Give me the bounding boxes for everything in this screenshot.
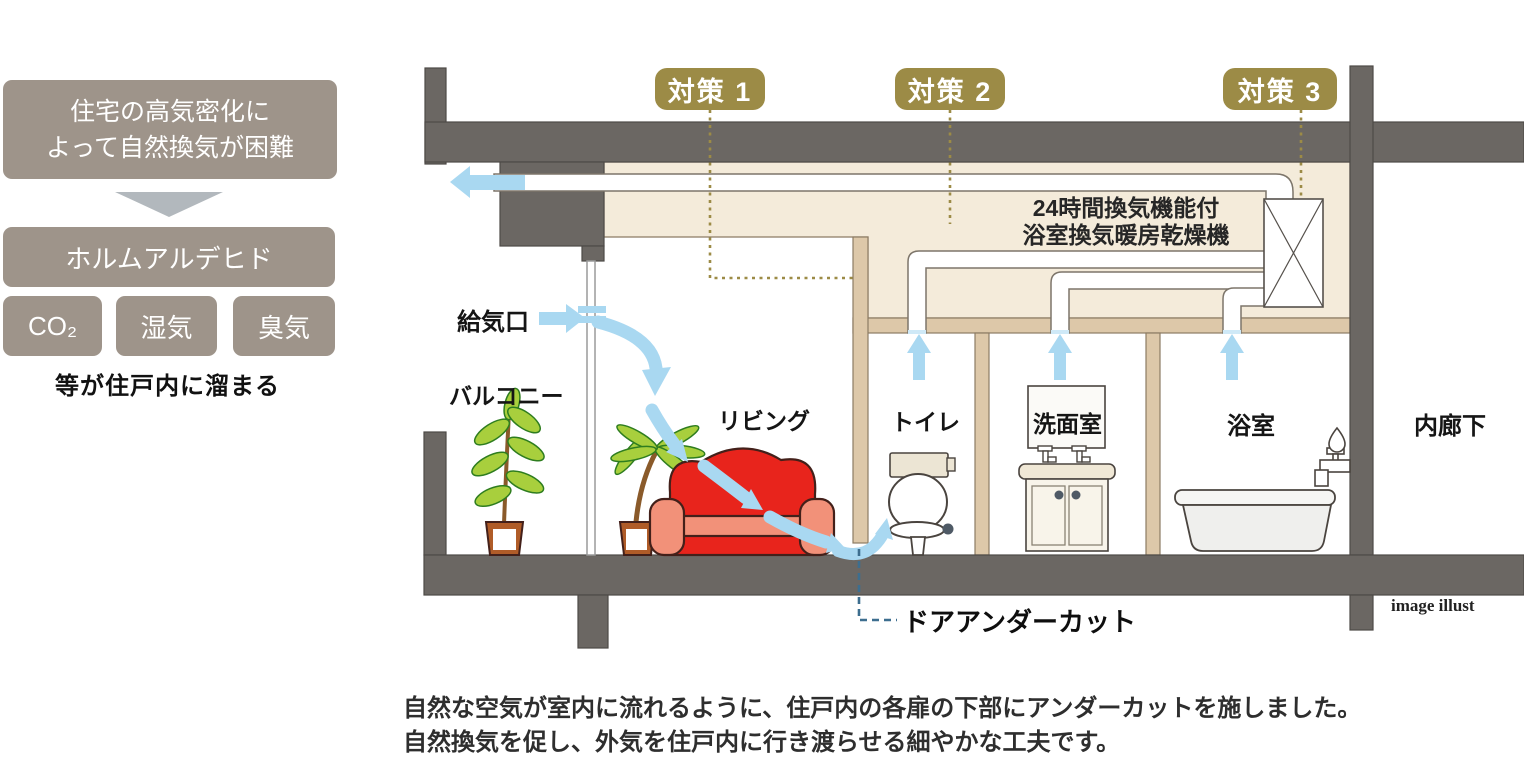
undercut-flow-head	[875, 518, 893, 540]
balcony-plant	[471, 387, 545, 556]
corridor-label: 内廊下	[1414, 413, 1486, 440]
intake-arrow	[539, 304, 585, 333]
floor-slab	[423, 554, 1524, 596]
window-glass	[586, 260, 596, 556]
living-toilet-door	[852, 236, 869, 544]
vanity-cabinet	[1025, 478, 1109, 552]
washroom-vanity	[1018, 385, 1116, 552]
co2-box: CO₂	[3, 296, 102, 356]
flow-curve-2	[645, 403, 681, 451]
door-undercut-label: ドアアンダーカット	[903, 607, 1136, 637]
odor-box: 臭気	[233, 296, 335, 356]
formaldehyde-box: ホルムアルデヒド	[3, 227, 335, 287]
tub-rim	[1174, 489, 1336, 506]
image-illust-watermark: image illust	[1391, 596, 1475, 615]
washroom-bath-wall	[1145, 332, 1161, 556]
bath-duct	[1222, 287, 1267, 334]
measure1-leader	[708, 110, 853, 280]
flow-curve-4	[763, 510, 833, 549]
toilet-label: トイレ	[891, 409, 960, 435]
main-exhaust-duct	[493, 173, 1294, 202]
faucet-right	[1071, 445, 1091, 463]
toilet-seat	[889, 521, 945, 539]
description-text: 自然な空気が室内に流れるように、住戸内の各扉の下部にアンダーカットを施しました。…	[403, 692, 1361, 758]
toilet-knob	[942, 523, 954, 535]
measure-3-badge: 対策 3	[1223, 68, 1337, 110]
unit-label-line1: 24時間換気機能付	[1032, 195, 1220, 221]
structure-concrete	[423, 65, 1524, 649]
bathtub	[1174, 426, 1351, 552]
toilet-washroom-wall	[974, 332, 990, 556]
panel-caption: 等が住戸内に溜まる	[55, 373, 280, 400]
air-inlet-label: 給気口	[457, 309, 529, 336]
humidity-box: 湿気	[116, 296, 217, 356]
bath-ventilation-unit	[1263, 198, 1324, 308]
balcony-label: バルコニー	[449, 383, 564, 409]
washroom-up-arrow	[1048, 334, 1072, 380]
duct-inlet-caps	[908, 330, 1241, 334]
undercut-flow-curve	[832, 528, 889, 561]
water-drop-icon	[1328, 426, 1346, 453]
toilet-duct	[907, 250, 1267, 334]
tub-body	[1181, 504, 1333, 552]
washroom-label: 洗面室	[1033, 411, 1102, 437]
toilet-up-arrow	[907, 334, 931, 380]
right-wall	[1349, 65, 1374, 556]
description-line2: 自然換気を促し、外気を住戸内に行き渡らせる細やかな工夫です。	[403, 729, 1121, 756]
right-wall-lower	[1349, 594, 1374, 631]
washroom-mirror	[1027, 385, 1106, 449]
ceiling-slab	[424, 121, 1524, 163]
ventilation-unit-label: 24時間換気機能付 浴室換気暖房乾燥機	[1012, 195, 1240, 249]
flow-head-3	[741, 489, 763, 510]
toilet-pedestal	[909, 536, 927, 556]
balcony-railing	[423, 431, 447, 556]
bath-up-arrow	[1220, 334, 1244, 380]
washroom-duct	[1050, 271, 1267, 334]
ducts	[493, 173, 1294, 334]
measure-1-badge: 対策 1	[655, 68, 765, 110]
unit-label-line2: 浴室換気暖房乾燥機	[1022, 222, 1230, 248]
vanity-counter	[1018, 463, 1116, 480]
bath-faucet	[1314, 447, 1351, 487]
ceiling-band	[852, 317, 1351, 334]
sofa-skirt	[670, 534, 815, 557]
flow-head-2	[666, 439, 688, 462]
exhaust-arrow	[450, 166, 525, 198]
measure-leaders	[708, 110, 1303, 280]
cause-box-line2: よって自然換気が困難	[45, 133, 294, 162]
cause-box-line1: 住宅の高気密化に	[69, 97, 270, 126]
description-line1: 自然な空気が室内に流れるように、住戸内の各扉の下部にアンダーカットを施しました。	[403, 695, 1362, 722]
window-head-stub	[581, 245, 605, 262]
flow-head-1	[642, 367, 671, 396]
flow-curve-1	[591, 315, 663, 375]
toilet-fixture	[888, 452, 956, 556]
faucet-left	[1037, 445, 1057, 463]
cause-box-airtight: 住宅の高気密化に よって自然換気が困難	[3, 80, 337, 179]
airflow-arrows	[450, 166, 1244, 561]
flow-curve-3	[697, 459, 753, 505]
door-undercut-leader	[857, 549, 897, 622]
floor-support-column	[577, 594, 609, 649]
sofa-arm-left	[648, 497, 686, 557]
measure-2-badge: 対策 2	[895, 68, 1005, 110]
living-label: リビング	[718, 408, 810, 434]
bathroom-label: 浴室	[1227, 413, 1275, 440]
